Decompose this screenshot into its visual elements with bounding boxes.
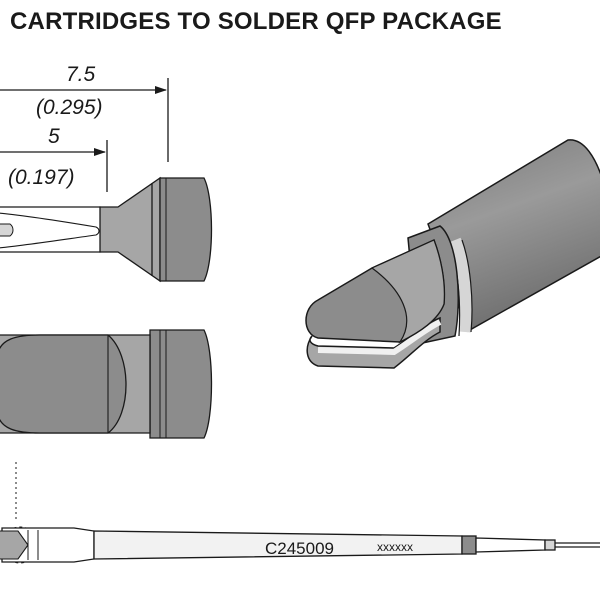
tip-side-view: [0, 176, 213, 283]
page-title: CARTRIDGES TO SOLDER QFP PACKAGE: [10, 8, 502, 35]
cartridge-full-view: C245009 xxxxxx: [0, 462, 600, 564]
dimension-overall-mm: 7.5: [66, 63, 96, 86]
tip-top-view: [0, 329, 213, 439]
cartridge-reference: C245009: [265, 539, 334, 558]
tip-side-body: [159, 177, 213, 282]
tip-side-cone: [99, 176, 161, 283]
tip-side-slot: [0, 206, 113, 253]
cartridge-band: [461, 535, 477, 555]
tip-3d-view: [305, 139, 600, 369]
dimension-slot: 5 (0.197): [0, 125, 108, 192]
dimension-overall-inch: (0.295): [36, 96, 103, 119]
dimension-overall: 7.5 (0.295): [0, 63, 169, 162]
cartridge-serial: xxxxxx: [377, 540, 413, 554]
tip-top-blade: [0, 334, 127, 434]
dimension-slot-inch: (0.197): [8, 166, 75, 189]
dimension-slot-mm: 5: [48, 125, 60, 148]
tip-top-body: [149, 329, 213, 439]
